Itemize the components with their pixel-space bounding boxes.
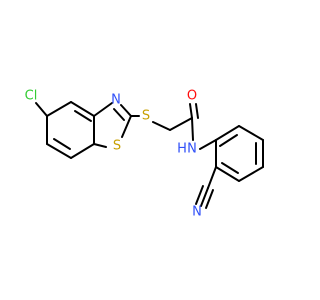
atom-label-cl: Cl (25, 89, 38, 104)
bond (74, 110, 92, 122)
bond (70, 143, 95, 159)
atom-label-n-amide: N (187, 142, 197, 157)
bond (221, 162, 239, 174)
bond (35, 102, 48, 117)
atom-label-layer: Cl N S S O N H N (25, 89, 202, 220)
bond (195, 103, 199, 119)
bond (215, 125, 240, 141)
bond (189, 103, 193, 119)
bond (121, 115, 132, 138)
bond (205, 189, 214, 209)
atom-label-s-ring: S (113, 139, 121, 154)
bond (70, 101, 95, 117)
bond (93, 143, 107, 148)
bond-layer (35, 101, 264, 209)
bond (238, 125, 264, 141)
bond (195, 185, 204, 205)
bond (120, 104, 132, 117)
atom-label-n-nitrile: N (192, 205, 202, 220)
bond (238, 166, 264, 182)
bond (46, 143, 72, 159)
bond (191, 117, 194, 141)
bond (215, 166, 240, 182)
structure-diagram: Cl N S S O N H N (25, 89, 264, 220)
atom-label-h-amide: H (177, 142, 187, 157)
bond (113, 108, 125, 121)
bond (169, 117, 193, 131)
atom-label-n-thiazole: N (111, 93, 121, 108)
bond (93, 102, 113, 117)
bond (199, 139, 217, 150)
bond (46, 101, 72, 117)
atom-label-s-thioether: S (142, 109, 150, 124)
bond (207, 166, 217, 189)
bond (53, 138, 71, 150)
atom-label-o-carbonyl: O (187, 89, 197, 104)
molecule-drawing: Cl N S S O N H N (25, 89, 264, 220)
bond (219, 134, 238, 147)
bond (152, 121, 171, 131)
bond (200, 187, 209, 207)
